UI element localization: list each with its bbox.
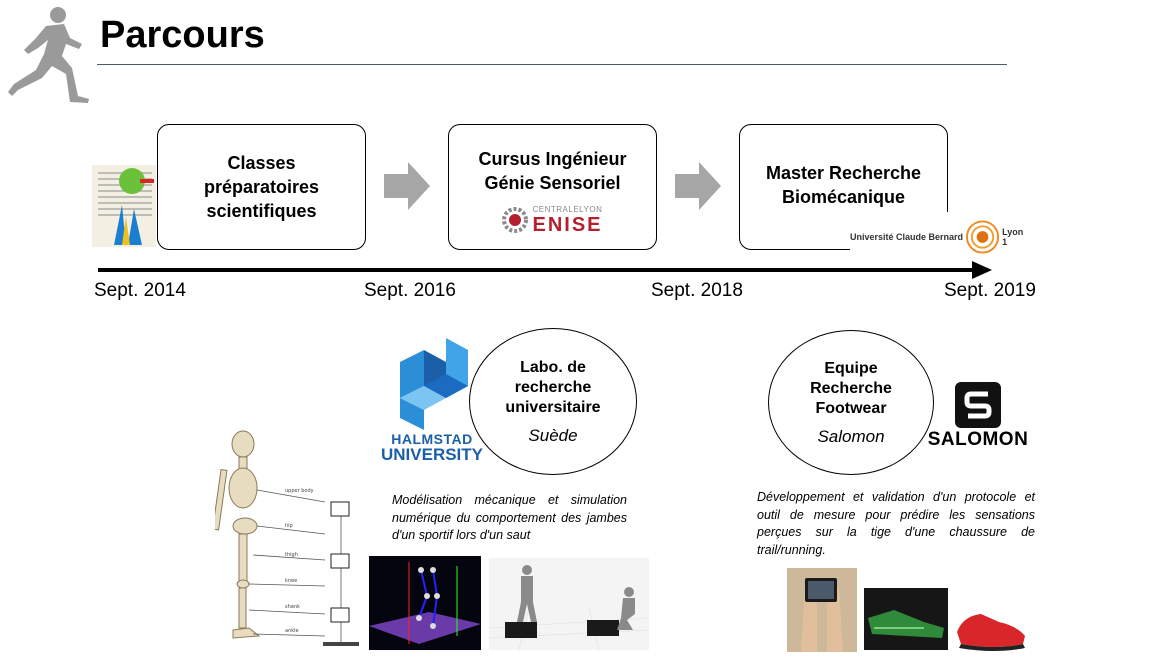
lyon1-logo-mid: Lyon 1 xyxy=(1002,227,1024,247)
salomon-s-icon xyxy=(955,382,1001,428)
step-line: préparatoires xyxy=(203,177,320,197)
diagram-label: knee xyxy=(285,578,297,584)
lab-title-line: Labo. de xyxy=(520,358,586,376)
enise-logo-main: ENISE xyxy=(532,214,603,236)
runner-icon xyxy=(8,7,89,103)
lab-title-line: recherche xyxy=(514,378,592,396)
timeline-step-engineer: Cursus Ingénieur Génie Sensoriel CENTRAL… xyxy=(448,124,657,250)
salomon-logo: SALOMON xyxy=(924,382,1032,452)
lab-title-line: Footwear xyxy=(815,399,887,417)
foot-measurement-photo xyxy=(787,568,857,652)
lab-description: Développement et validation d'un protoco… xyxy=(757,490,1035,557)
lyon1-logo-left: Université Claude Bernard xyxy=(850,232,964,242)
halmstad-logo: HALMSTAD UNIVERSITY xyxy=(380,338,484,466)
enise-logo-top: CENTRALELYON xyxy=(532,205,603,214)
jump-simulation-image xyxy=(489,558,649,650)
page-title: Parcours xyxy=(100,14,265,56)
sensor-shoe-photo xyxy=(864,588,948,650)
lab-place: Salomon xyxy=(817,426,885,446)
diagram-label: thigh xyxy=(285,552,298,558)
trail-shoe-art xyxy=(957,614,1025,651)
step-line: Cursus Ingénieur xyxy=(478,149,627,169)
lab-circle-halmstad: Labo. de recherche universitaire Suède xyxy=(469,328,637,475)
diagram-label: hip xyxy=(285,523,293,529)
lyon1-logo: Université Claude Bernard Lyon 1 xyxy=(850,212,1030,262)
lab-place: Suède xyxy=(528,425,578,445)
trail-shoe-photo xyxy=(955,604,1027,652)
step-line: Master Recherche xyxy=(765,163,922,183)
lab-title-line: universitaire xyxy=(505,398,601,416)
step-line: Biomécanique xyxy=(781,187,906,207)
timeline-axis xyxy=(98,261,992,279)
date-label: Sept. 2014 xyxy=(94,280,186,301)
right-arrow-icon xyxy=(675,162,721,210)
timeline-step-prepa: Classes préparatoires scientifiques xyxy=(157,124,366,250)
simulation-3d-image xyxy=(369,556,481,650)
enise-logo: CENTRALELYON ENISE xyxy=(502,205,602,235)
salomon-wordmark: SALOMON xyxy=(927,429,1029,450)
date-label: Sept. 2016 xyxy=(364,280,456,301)
date-label: Sept. 2018 xyxy=(651,280,743,301)
title-divider xyxy=(97,64,1007,65)
step-line: Classes xyxy=(227,153,296,173)
right-arrow-icon xyxy=(384,162,430,210)
halmstad-logo-line1: HALMSTAD xyxy=(391,431,473,447)
prepa-school-logo xyxy=(92,165,156,247)
university-seal-icon xyxy=(966,220,1000,254)
foot-photo-art xyxy=(787,568,857,652)
step-line: Génie Sensoriel xyxy=(484,173,621,193)
lab-title-line: Equipe xyxy=(824,359,878,377)
lab-circle-salomon: Equipe Recherche Footwear Salomon xyxy=(768,330,934,475)
halmstad-logo-line2: UNIVERSITY xyxy=(380,445,484,464)
date-label: Sept. 2019 xyxy=(944,280,1036,301)
step-line: scientifiques xyxy=(206,201,317,221)
lab-title-line: Recherche xyxy=(810,379,892,397)
sensor-shoe-art xyxy=(864,588,948,650)
skeleton-model-figure: upper body hip thigh knee shank ankle xyxy=(215,430,359,646)
diagram-label: shank xyxy=(285,604,300,610)
halmstad-mark-icon xyxy=(400,338,468,430)
diagram-label: upper body xyxy=(285,488,314,494)
gear-icon xyxy=(502,207,529,233)
lab-description: Modélisation mécanique et simulation num… xyxy=(392,493,627,542)
diagram-label: ankle xyxy=(285,628,299,634)
